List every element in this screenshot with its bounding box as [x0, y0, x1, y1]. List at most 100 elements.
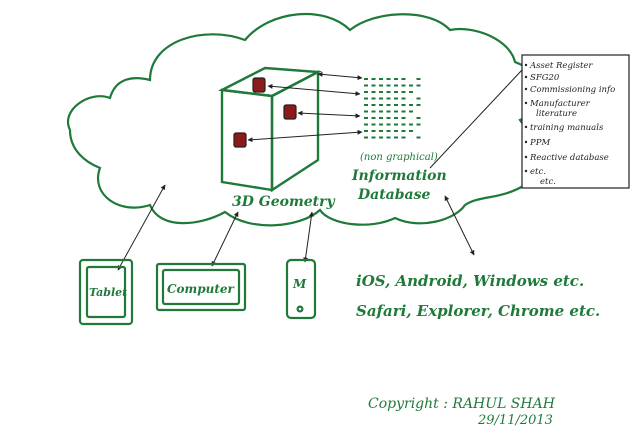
note-item: Asset Register [529, 61, 593, 71]
database-record-mark [364, 117, 368, 119]
database-record-mark [364, 91, 368, 93]
database-record-mark [409, 123, 413, 126]
database-record-mark [379, 123, 383, 126]
copyright-date: 29/11/2013 [477, 413, 553, 428]
database-record-mark [409, 91, 413, 93]
note-item: literature [536, 109, 577, 119]
database-record-mark [394, 110, 398, 113]
database-record-mark [401, 110, 406, 113]
database-record-mark [371, 84, 376, 87]
geometry-label: 3D Geometry [232, 194, 336, 210]
database-record-mark [364, 110, 368, 113]
database-record-mark [371, 91, 376, 93]
note-item: etc. [540, 177, 556, 187]
database-record-mark [401, 78, 406, 80]
database-record-mark [371, 97, 376, 100]
os-line: iOS, Android, Windows etc. [356, 272, 584, 290]
note-item: Reactive database [529, 153, 609, 163]
database-record-mark [401, 97, 406, 100]
database-record-mark [401, 123, 406, 126]
notes-list: Asset Register SFG20 Commissioning info … [529, 61, 615, 187]
database-record-mark [379, 136, 383, 139]
database-record-mark [371, 123, 376, 126]
info-label-line2: Information [351, 168, 447, 184]
note-item: Commissioning info [530, 85, 615, 95]
note-item: PPM [529, 138, 550, 148]
copyright-line1: Copyright : RAHUL SHAH [368, 396, 556, 412]
database-record-mark [371, 104, 376, 106]
database-record-mark [409, 84, 413, 87]
database-record-mark [379, 110, 383, 113]
database-record-mark [394, 130, 398, 132]
mobile-device [285, 258, 317, 320]
database-record-mark [401, 117, 406, 119]
database-record-mark [416, 123, 421, 126]
database-record-mark [401, 130, 406, 132]
database-record-mark [386, 84, 391, 87]
database-record-mark [394, 78, 398, 80]
database-record-mark [379, 78, 383, 80]
database-record-mark [416, 78, 421, 80]
database-record-mark [386, 136, 391, 139]
database-record-mark [409, 130, 413, 132]
link-arrows [117, 69, 523, 271]
database-record-mark [379, 91, 383, 93]
database-record-mark [386, 117, 391, 119]
database-record-mark [401, 91, 406, 93]
database-record-mark [364, 78, 368, 80]
database-record-mark [394, 84, 398, 87]
database-record-mark [401, 84, 406, 87]
database-record-mark [416, 104, 421, 106]
database-record-mark [379, 117, 383, 119]
database-record-mark [386, 104, 391, 106]
note-item: SFG20 [530, 73, 560, 83]
database-record-mark [401, 136, 406, 139]
database-record-mark [364, 104, 368, 106]
database-record-mark [394, 136, 398, 139]
database-record-mark [371, 130, 376, 132]
database-record-mark [379, 84, 383, 87]
database-record-mark [386, 97, 391, 100]
database-record-mark [379, 97, 383, 100]
tablet-label: Tablet [89, 286, 127, 299]
database-record-mark [371, 136, 376, 139]
database-record-mark [386, 78, 391, 80]
computer-label: Computer [167, 282, 236, 296]
database-record-mark [416, 84, 421, 87]
note-bullets [524, 63, 528, 173]
database-record-mark [409, 110, 413, 113]
database-record-mark [379, 130, 383, 132]
browser-line: Safari, Explorer, Chrome etc. [356, 302, 600, 320]
note-item: Manufacturer [529, 99, 591, 109]
database-record-mark [364, 123, 368, 126]
database-record-mark [416, 97, 421, 100]
notes-page [521, 54, 630, 189]
computer-device [155, 262, 247, 312]
database-record-mark [364, 136, 368, 139]
database-record-mark [394, 91, 398, 93]
database-record-mark [394, 117, 398, 119]
note-item: training manuals [530, 123, 604, 133]
database-record-mark [364, 84, 368, 87]
database-record-mark [371, 117, 376, 119]
component-boxes [233, 77, 297, 148]
database-record-mark [386, 130, 391, 132]
database-record-mark [386, 110, 391, 113]
info-label-line3: Database [357, 187, 430, 203]
database-records [364, 78, 421, 139]
note-item: etc. [530, 167, 546, 177]
database-record-mark [416, 117, 421, 119]
database-record-mark [371, 110, 376, 113]
database-record-mark [394, 104, 398, 106]
database-record-mark [409, 104, 413, 106]
database-record-mark [394, 97, 398, 100]
database-record-mark [394, 123, 398, 126]
database-record-mark [371, 78, 376, 80]
mobile-label: M [292, 277, 307, 291]
info-label-line1: (non graphical) [360, 152, 438, 163]
database-record-mark [386, 91, 391, 93]
database-record-mark [416, 136, 421, 139]
database-record-mark [401, 104, 406, 106]
database-record-mark [386, 123, 391, 126]
